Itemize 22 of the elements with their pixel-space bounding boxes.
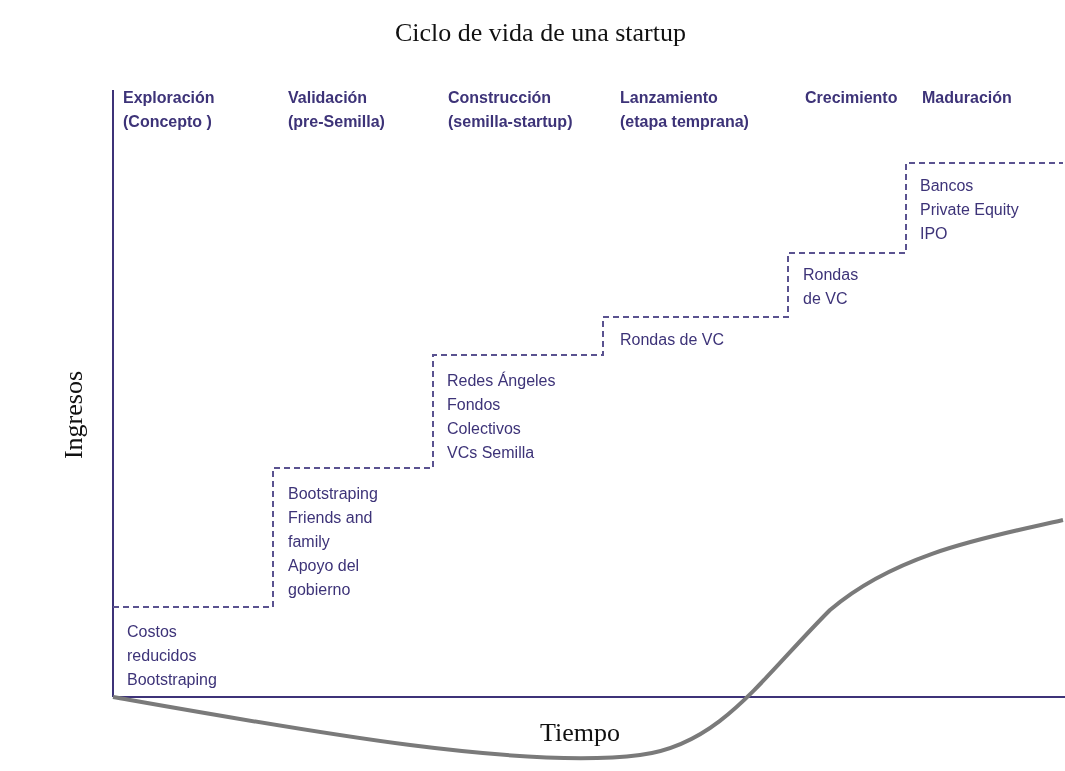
funding-source-label: Bootstraping bbox=[288, 484, 378, 504]
y-axis-label: Ingresos bbox=[59, 370, 90, 460]
funding-source-label: Rondas de VC bbox=[803, 265, 860, 309]
funding-source-label: Bootstraping bbox=[127, 670, 217, 690]
funding-source-label: Rondas de VC bbox=[620, 330, 725, 350]
funding-source-label: Costos reducidos bbox=[127, 622, 198, 666]
funding-source-label: IPO bbox=[920, 224, 948, 244]
stage-heading: Lanzamiento (etapa temprana) bbox=[620, 88, 750, 132]
funding-source-label: Private Equity bbox=[920, 200, 1019, 220]
stage-heading: Crecimiento bbox=[805, 88, 898, 108]
title: Ciclo de vida de una startup bbox=[395, 18, 686, 48]
funding-source-label: Fondos Colectivos bbox=[447, 395, 522, 439]
funding-source-label: Redes Ángeles bbox=[447, 370, 556, 391]
stage-heading: Maduración bbox=[922, 88, 1012, 108]
x-axis-label: Tiempo bbox=[540, 718, 620, 748]
funding-source-label: Friends and family bbox=[288, 508, 374, 552]
stage-heading: Construcción (semilla-startup) bbox=[448, 88, 574, 132]
funding-source-label: Bancos bbox=[920, 176, 974, 196]
funding-source-label: VCs Semilla bbox=[447, 443, 535, 463]
stage-heading: Validación (pre-Semilla) bbox=[288, 88, 386, 132]
stage-heading: Exploración (Concepto ) bbox=[123, 88, 216, 132]
funding-source-label: Apoyo del gobierno bbox=[288, 556, 361, 600]
